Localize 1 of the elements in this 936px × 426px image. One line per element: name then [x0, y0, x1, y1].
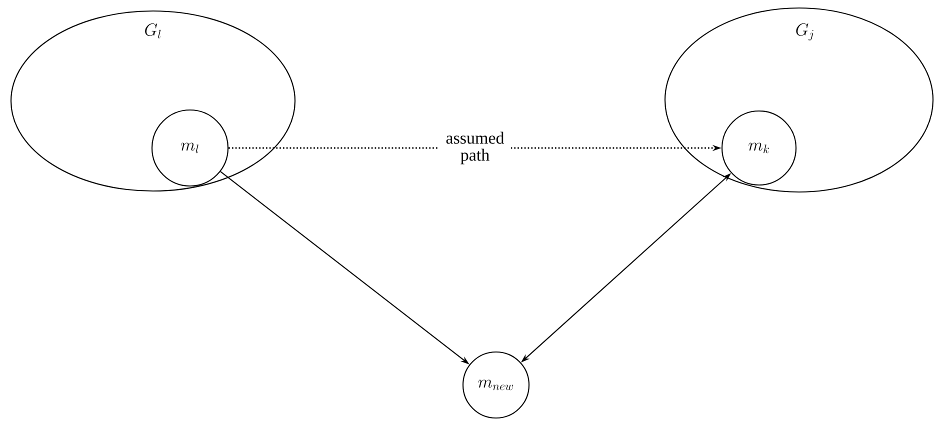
- edge-label: assumed path: [439, 130, 511, 166]
